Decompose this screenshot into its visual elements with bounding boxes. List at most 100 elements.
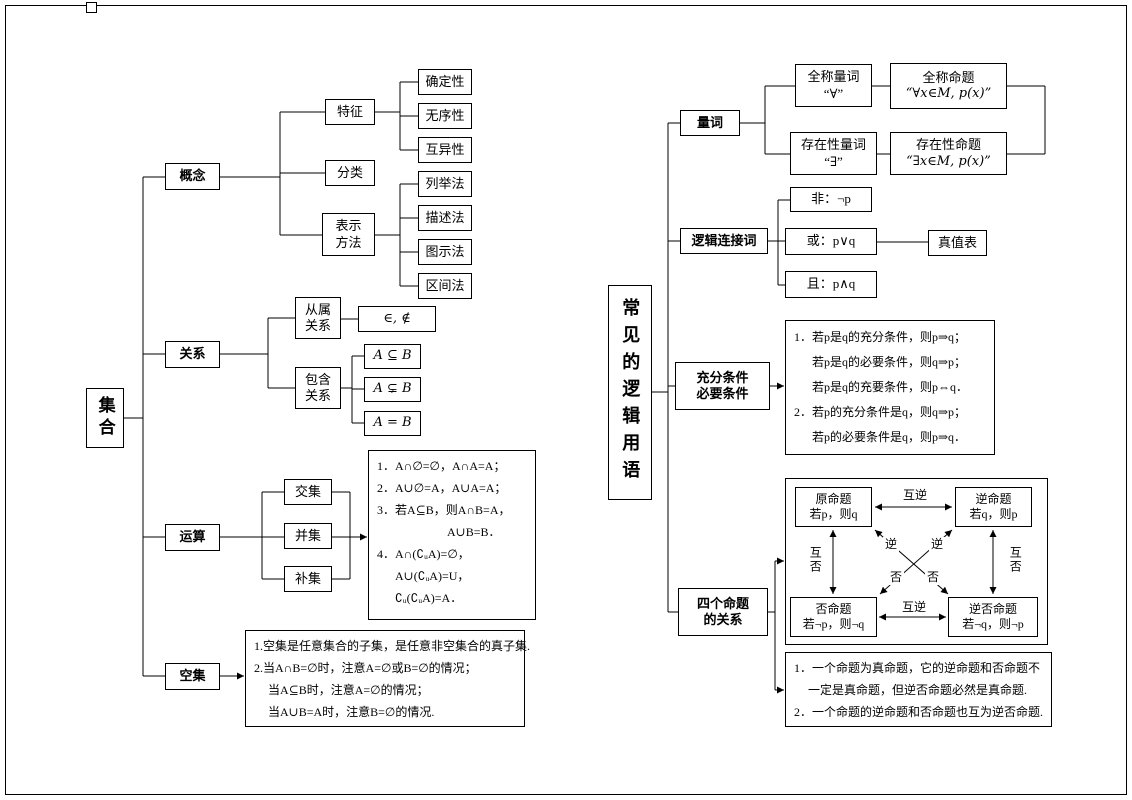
label-mutual-converse-top: 互逆 [899,488,931,504]
box-four-propositions-notes: 1．一个命题为真命题，它的逆命题和否命题不 一定是真命题，但逆否命题必然是真命题… [785,652,1052,727]
contrapositive-proposition-form: 若¬q，则¬p [962,617,1024,631]
label-diagonal-converse-2: 逆 [929,537,946,553]
converse-proposition-form: 若q，则p [969,507,1018,521]
existential-quantifier-symbol: “∃” [824,153,843,169]
left-tree-wires [124,81,418,677]
node-membership-relation: 从属 关系 [295,297,341,339]
condition-rule-line: 1．若p是q的充分条件，则p⇒q； [794,330,967,344]
label-mutual-converse-bottom: 互逆 [898,600,930,616]
node-classification: 分类 [325,160,375,186]
node-determinacy: 确定性 [418,69,472,95]
four-prop-note-line: 1．一个命题为真命题，它的逆命题和否命题不 [794,661,1041,675]
node-subset: A ⊆ B [364,344,421,369]
condition-rule-line: 若p是q的必要条件，则q⇒p； [812,355,967,369]
law-line: 1．A∩∅=∅，A∩A=A； [377,459,506,473]
node-enumeration-method: 列举法 [418,171,472,197]
existential-proposition-formula: “∃x∈M, p(x)” [906,153,991,169]
universal-proposition-line1: 全称命题 [922,69,975,85]
law-line: 4．A∩(∁ᵤA)=∅， [377,547,470,561]
node-diagram-method: 图示法 [418,239,472,265]
empty-set-note-line: 1.空集是任意集合的子集，是任意非空集合的真子集. [254,639,531,653]
negation-proposition-title: 否命题 [815,602,852,616]
node-disjunction-connective: 或：p∨q [785,228,877,255]
node-converse-proposition: 逆命题 若q，则p [955,487,1032,527]
node-proper-subset: A ⊊ B [364,377,421,402]
node-quantifiers: 量词 [680,110,740,136]
node-empty-set: 空集 [165,663,220,690]
law-line: 3．若A⊆B，则A∩B=A， [377,503,511,517]
node-four-propositions: 四个命题 的关系 [678,588,768,636]
condition-rule-line: 2．若p的充分条件是q，则q⇒p； [794,405,967,419]
law-line: 2．A∪∅=A，A∪A=A； [377,481,507,495]
condition-rule-line: 若p的必要条件是q，则p⇒q． [812,430,967,444]
label-diagonal-converse-1: 逆 [883,537,900,553]
existential-quantifier-line1: 存在性量词 [800,137,866,153]
node-sufficient-necessary-conditions: 充分条件 必要条件 [675,362,770,410]
inclusion-line1: 包含 [304,371,331,387]
node-set-root: 集合 [86,388,124,448]
representation-line1: 表示 [335,218,362,234]
node-existential-proposition: 存在性命题 “∃x∈M, p(x)” [890,132,1007,175]
node-complement: 补集 [284,566,332,592]
node-concept: 概念 [165,163,220,190]
node-set-equality: A = B [364,411,421,436]
representation-line2: 方法 [335,234,362,250]
node-logic-root: 常见的逻辑用语 [608,285,652,500]
node-description-method: 描述法 [418,205,472,231]
label-mutual-negation-right: 互否 [1006,541,1024,579]
four-propositions-line2: 的关系 [703,612,743,627]
conditions-line1: 充分条件 [696,369,749,385]
original-proposition-form: 若p，则q [809,507,858,521]
node-logical-connectives: 逻辑连接词 [680,228,768,254]
inclusion-line2: 关系 [304,388,331,403]
box-four-propositions-diagram [785,478,1048,645]
universal-quantifier-line1: 全称量词 [807,69,860,85]
four-prop-note-line: 2．一个命题的逆命题和否命题也互为逆否命题. [794,705,1044,719]
node-conjunction-connective: 且：p∧q [785,271,877,298]
node-inclusion-relation: 包含 关系 [295,367,341,409]
four-prop-note-line: 一定是真命题，但逆否命题必然是真命题. [808,683,1028,697]
law-line: A∪B=B． [447,525,501,539]
original-proposition-title: 原命题 [815,492,852,506]
node-operations: 运算 [165,524,220,551]
label-mutual-negation-left: 互否 [806,541,824,579]
right-tree-wires [652,85,1046,690]
membership-line2: 关系 [304,318,331,333]
node-interval-method: 区间法 [418,273,472,299]
box-operation-laws: 1．A∩∅=∅，A∩A=A； 2．A∪∅=A，A∪A=A； 3．若A⊆B，则A∩… [368,450,536,620]
node-characteristics: 特征 [325,99,375,125]
node-membership-symbols: ∈, ∉ [358,306,436,332]
contrapositive-proposition-title: 逆否命题 [968,602,1017,616]
empty-set-note-line: 当A∪B=A时，注意B=∅的情况. [268,705,435,719]
conditions-line2: 必要条件 [696,386,749,401]
node-distinctness: 互异性 [418,137,472,163]
node-union: 并集 [284,523,332,549]
box-empty-set-notes: 1.空集是任意集合的子集，是任意非空集合的真子集. 2.当A∩B=∅时，注意A=… [245,630,531,727]
converse-proposition-title: 逆命题 [975,492,1012,506]
law-line: ∁ᵤ(∁ᵤA)=A． [395,591,463,605]
four-propositions-line1: 四个命题 [696,595,749,611]
condition-rule-line: 若p是q的充要条件，则p⇔q． [812,380,969,394]
membership-line1: 从属 [304,301,331,317]
node-representation-methods: 表示 方法 [322,213,375,256]
node-universal-proposition: 全称命题 “∀x∈M, p(x)” [890,63,1007,109]
universal-proposition-formula: “∀x∈M, p(x)” [905,86,992,101]
corner-mark [86,2,97,13]
node-relations: 关系 [165,341,220,368]
existential-proposition-line1: 存在性命题 [915,137,981,153]
node-negation-connective: 非：¬p [790,187,872,212]
empty-set-note-line: 2.当A∩B=∅时，注意A=∅或B=∅的情况； [254,661,477,675]
node-existential-quantifier: 存在性量词 “∃” [790,132,877,175]
node-negation-proposition: 否命题 若¬p，则¬q [790,597,877,637]
page-frame [5,5,1127,795]
node-unorderedness: 无序性 [418,103,472,129]
universal-quantifier-symbol: “∀” [823,85,844,101]
empty-set-note-line: 当A⊆B时，注意A=∅的情况； [268,683,429,697]
node-universal-quantifier: 全称量词 “∀” [795,64,872,107]
node-original-proposition: 原命题 若p，则q [795,487,872,527]
label-diagonal-negation-1: 否 [888,570,905,586]
law-line: A∪(∁ᵤA)=U， [395,569,470,583]
node-intersection: 交集 [284,479,332,505]
